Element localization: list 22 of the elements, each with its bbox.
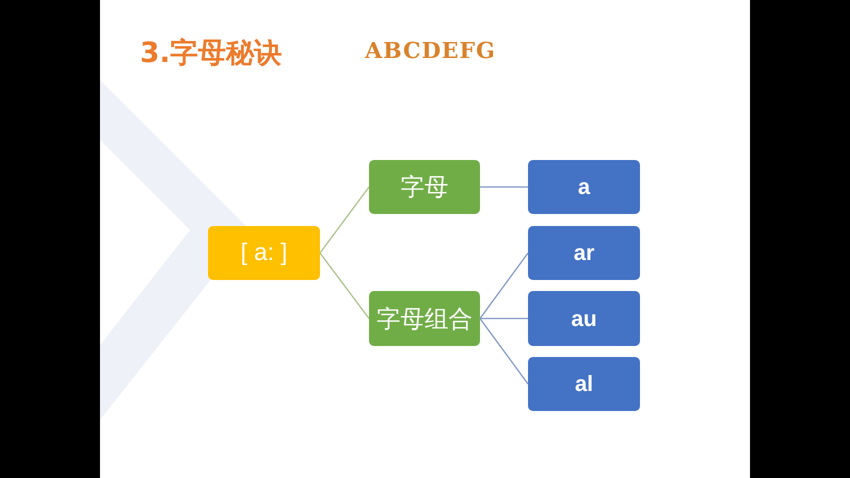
connector-line [319, 186, 370, 254]
connector-line [479, 318, 529, 384]
item-box [528, 357, 640, 411]
category-box [369, 160, 480, 214]
item-box [528, 160, 640, 214]
connector-line [480, 318, 528, 320]
item-box [528, 226, 640, 280]
category-box [369, 291, 480, 346]
item-box [528, 291, 640, 346]
node-label: au [571, 306, 597, 332]
node-label: 字母 [400, 173, 448, 203]
root-box [208, 226, 320, 280]
node-label: al [574, 371, 594, 397]
node-label: a [578, 174, 590, 200]
node-label: [ a: ] [240, 239, 288, 267]
slide-title: 3.字母秘诀 [140, 35, 282, 71]
connector-line [480, 186, 528, 188]
node-label: ar [574, 240, 594, 266]
connector-line [479, 252, 529, 319]
decorative-letters: ABCDEFG [365, 38, 496, 64]
connector-line [319, 252, 370, 319]
node-label: 字母组合 [376, 304, 472, 334]
